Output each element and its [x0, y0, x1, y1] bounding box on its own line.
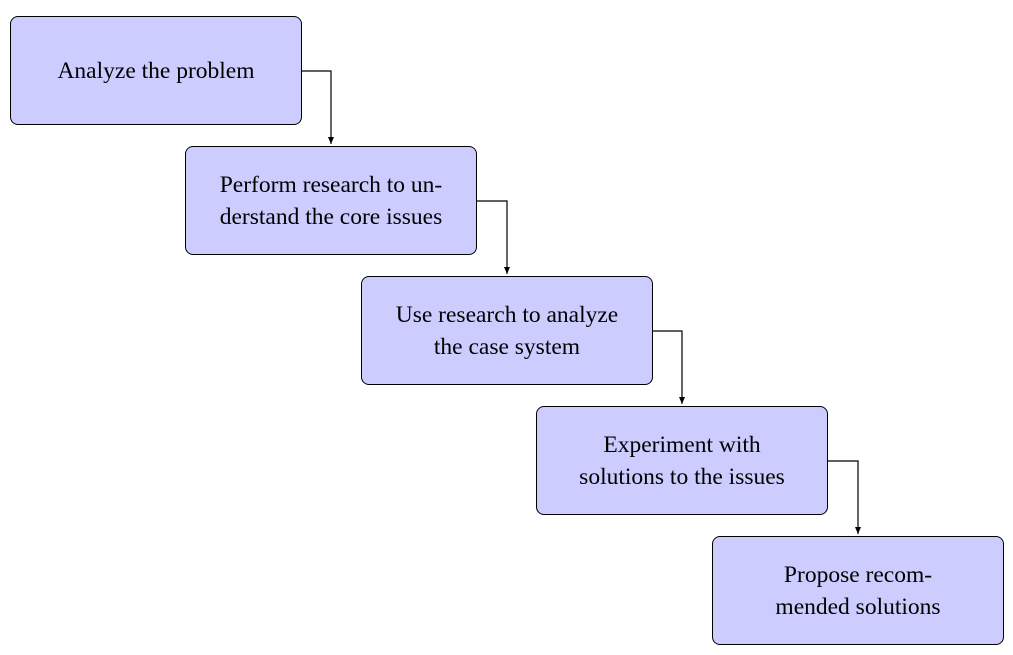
step-analyze-problem: Analyze the problem	[10, 16, 302, 125]
step-perform-research: Perform research to un- derstand the cor…	[185, 146, 477, 255]
arrow-step1-to-step2	[302, 70, 334, 144]
arrow-step3-to-step4	[653, 330, 685, 404]
arrow-step4-to-step5	[828, 460, 861, 534]
step-experiment-solutions: Experiment with solutions to the issues	[536, 406, 828, 515]
step-label: Use research to analyze the case system	[395, 301, 619, 360]
step-label: Propose recom- mended solutions	[775, 561, 941, 620]
step-label: Experiment with solutions to the issues	[579, 431, 785, 490]
arrow-step2-to-step3	[477, 200, 510, 274]
step-propose-solutions: Propose recom- mended solutions	[712, 536, 1004, 645]
step-label: Analyze the problem	[57, 57, 255, 84]
step-analyze-case-system: Use research to analyze the case system	[361, 276, 653, 385]
step-label: Perform research to un- derstand the cor…	[219, 171, 443, 230]
